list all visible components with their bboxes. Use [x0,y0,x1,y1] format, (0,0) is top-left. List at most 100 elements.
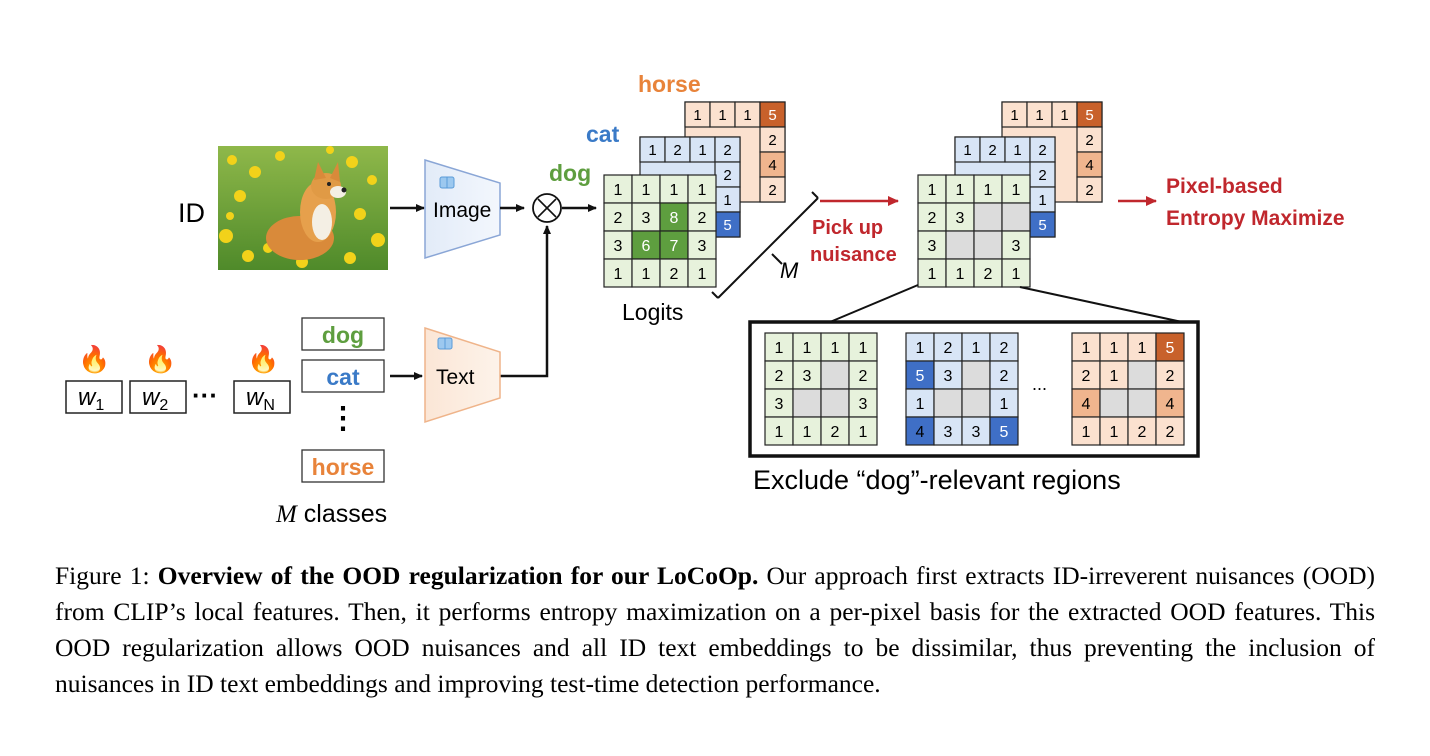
grid-cell [973,202,1003,232]
grid-cell [687,230,717,260]
grid-cell [820,388,850,418]
grid-cell-value: 5 [1166,340,1175,357]
grid-cell-value: 2 [988,142,996,159]
grid-cell [989,416,1019,446]
id-dog-photo [218,146,388,270]
grid-cell-value: 1 [1138,340,1147,357]
grid-cell-value: 3 [775,396,784,413]
grid-cell-value: 5 [916,368,925,385]
caption-prefix: Figure 1: [55,561,158,590]
grid-cell [759,176,786,203]
grid-cell [631,258,661,288]
grid-cell-value: 3 [698,238,707,255]
classes-label: M classes [275,500,387,528]
grid-cell [792,360,822,390]
grid-cell [684,101,711,128]
grid-cell-value: 1 [916,396,925,413]
stack-label-horse: horse [638,71,701,97]
svg-text:w1: w1 [78,384,104,414]
grid-cell [820,416,850,446]
class-dog: dog [322,322,364,348]
grid-cell-value: 5 [768,107,776,124]
grid-cell-value: 2 [1038,167,1046,184]
grid-cell-value: 1 [928,182,937,199]
grid-cell-value: 1 [1012,266,1021,283]
class-ellipsis: ⋮ [328,402,358,435]
grid-cell-value: 5 [1085,107,1093,124]
grid-cell-value: 8 [670,210,679,227]
figure-caption: Figure 1: Overview of the OOD regulariza… [55,558,1375,702]
grid-cell-value: 2 [1038,142,1046,159]
grid-cell [973,230,1003,260]
image-encoder: Image [424,158,501,260]
grid-cell-value: 3 [944,424,953,441]
grid-cell [1155,360,1185,390]
grid-cell [1076,176,1103,203]
grid-cell-value: 5 [1000,424,1009,441]
grid-cell [961,416,991,446]
grid-cell-value: 3 [944,368,953,385]
grid-cell [1001,258,1031,288]
svg-text:w2: w2 [142,384,168,414]
grid-cell [1099,416,1129,446]
m-label: M [780,258,799,283]
grid-cell [1076,126,1103,153]
grid-cell-value: 7 [670,238,679,255]
grid-cell-value: 2 [859,368,868,385]
id-label: ID [178,198,205,228]
grid-cell-value: 6 [642,238,651,255]
grid-cell-value: 2 [1085,182,1093,199]
grid-cell-value: 1 [831,340,840,357]
stack-label-cat: cat [586,121,620,147]
grid-cell-value: 2 [1166,424,1175,441]
token-sub: 1 [95,397,104,414]
grid-cell [1155,332,1185,362]
grid-cell-value: 2 [775,368,784,385]
grid-cell-value: 2 [768,132,776,149]
grid-cell-value: 1 [648,142,656,159]
zoom-ellipsis: ... [1032,374,1047,394]
grid-cell [848,332,878,362]
grid-cell-value: 1 [698,266,707,283]
grid-cell-value: 1 [743,107,751,124]
grid-cell-value: 4 [1082,396,1091,413]
grid-cell-value: 2 [670,266,679,283]
grid-cell [933,388,963,418]
grid-cell-value: 1 [1060,107,1068,124]
grid-cell [1026,101,1053,128]
grid-cell-value: 1 [614,266,623,283]
grid-cell-value: 3 [614,238,623,255]
grid-cell-value: 1 [963,142,971,159]
grid-cell-value: 2 [1138,424,1147,441]
grid-cell-value: 1 [1013,142,1021,159]
prompt-tokens: 🔥 w1 🔥 w2 ··· 🔥 wN [65,344,291,414]
text-encoder-label: Text [436,366,475,389]
fire-icon: 🔥 [78,344,110,374]
grid-cell [1076,151,1103,178]
grid-cell [1004,136,1031,163]
grid-cell [1029,186,1056,213]
grid-cell [1001,174,1031,204]
grid-cell [1071,416,1101,446]
grid-cell-value: 1 [1010,107,1018,124]
fire-icon: 🔥 [144,344,176,374]
learnable-token: 🔥 wN [233,344,291,414]
grid-cell-value: 1 [723,192,731,209]
grid-cell [905,416,935,446]
grid-cell-value: 2 [1085,132,1093,149]
text-encoder: Text [424,326,501,424]
token-base: w [246,384,265,411]
grid-cell [659,230,689,260]
grid-cell [1099,388,1129,418]
class-list: dog cat ⋮ horse M classes [275,317,387,528]
grid-cell [792,332,822,362]
grid-cell-value: 1 [1012,182,1021,199]
grid-cell [687,258,717,288]
grid-cell-value: 1 [698,142,706,159]
grid-cell [848,416,878,446]
